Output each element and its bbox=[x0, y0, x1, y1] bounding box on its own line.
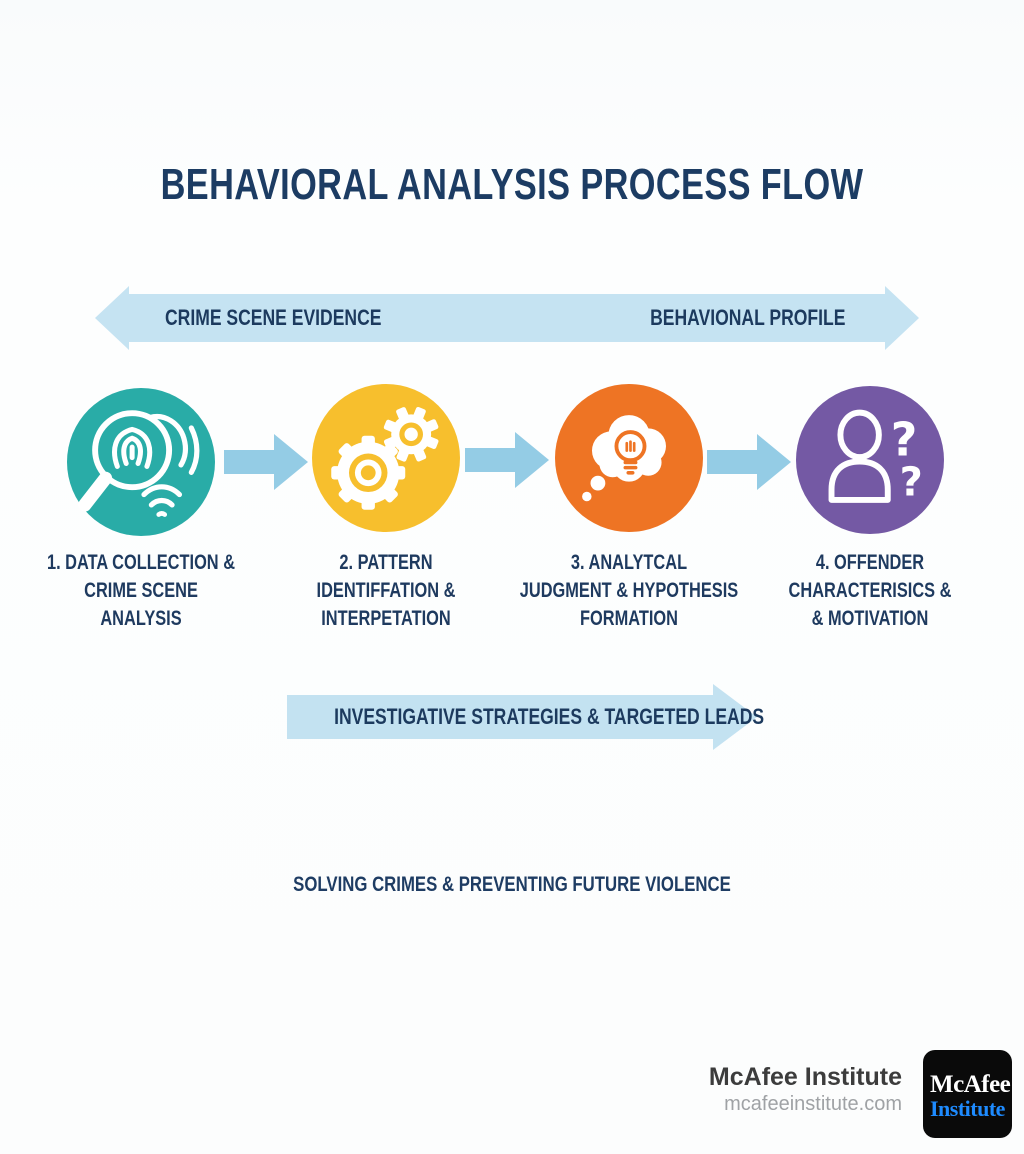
step-4-label-line2: CHARACTERISICS & bbox=[788, 579, 952, 602]
strategies-arrow-label: INVESTIGATIVE STRATEGIES & TARGETED LEAD… bbox=[334, 704, 765, 729]
strategies-arrow: INVESTIGATIVE STRATEGIES & TARGETED LEAD… bbox=[287, 684, 765, 750]
connector-arrow-1 bbox=[224, 434, 308, 490]
page-title: BEHAVIORAL ANALYSIS PROCESS FLOW bbox=[160, 160, 864, 209]
outcome-text: SOLVING CRIMES & PREVENTING FUTURE VIOLE… bbox=[293, 872, 731, 896]
step-4-label-line3: & MOTIVATION bbox=[811, 607, 929, 630]
step-4-label-line1: 4. OFFENDER bbox=[815, 551, 925, 574]
step-1-label-line1: 1. DATA COLLECTION & bbox=[46, 551, 236, 574]
person-question-marks-icon: ? ? bbox=[828, 409, 923, 506]
top-arrow-right-label: BEHAVIONAL PROFILE bbox=[649, 305, 845, 330]
right-arrow-icon bbox=[287, 684, 757, 750]
step-3-label: 3. ANALYTCAL JUDGMENT & HYPOTHESIS FORMA… bbox=[512, 549, 746, 633]
double-arrow-icon bbox=[95, 286, 919, 350]
gears-icon bbox=[331, 406, 439, 510]
step-1-circle bbox=[67, 388, 215, 536]
connector-arrow-2 bbox=[465, 432, 549, 488]
step-3-label-line1: 3. ANALYTCAL bbox=[570, 551, 688, 574]
thought-bubble-lightbulb-icon bbox=[582, 415, 666, 502]
step-4-label: 4. OFFENDER CHARACTERISICS & & MOTIVATIO… bbox=[753, 549, 987, 633]
mcafee-institute-logo: McAfee Institute bbox=[923, 1050, 1012, 1138]
step-3-label-line2: JUDGMENT & HYPOTHESIS bbox=[519, 579, 739, 602]
top-double-arrow: CRIME SCENE EVIDENCE BEHAVIONAL PROFILE bbox=[95, 285, 919, 351]
logo-text-line2: Institute bbox=[930, 1096, 1005, 1121]
step-1-label: 1. DATA COLLECTION & CRIME SCENE ANALYSI… bbox=[24, 549, 258, 633]
top-arrow-left-label: CRIME SCENE EVIDENCE bbox=[165, 305, 382, 330]
step-2-circle bbox=[312, 384, 460, 532]
branding-block: McAfee Institute mcafeeinstitute.com bbox=[709, 1062, 902, 1116]
logo-text-line1: McAfee bbox=[930, 1071, 1011, 1098]
brand-website[interactable]: mcafeeinstitute.com bbox=[724, 1093, 902, 1115]
step-3-circle bbox=[555, 384, 703, 532]
connector-arrow-3 bbox=[707, 434, 791, 490]
svg-text:?: ? bbox=[891, 413, 918, 467]
step-1-label-line3: ANALYSIS bbox=[100, 607, 182, 630]
step-2-label: 2. PATTERN IDENTIFFATION & INTERPETATION bbox=[269, 549, 503, 633]
step-2-label-line1: 2. PATTERN bbox=[339, 551, 433, 574]
step-3-label-line3: FORMATION bbox=[580, 607, 678, 630]
step-1-label-line2: CRIME SCENE bbox=[84, 579, 198, 602]
step-4-circle: ? ? bbox=[796, 386, 944, 534]
svg-text:?: ? bbox=[900, 460, 923, 506]
fingerprint-magnifier-icon bbox=[78, 410, 200, 517]
step-2-label-line3: INTERPETATION bbox=[321, 607, 451, 630]
step-2-label-line2: IDENTIFFATION & bbox=[316, 579, 456, 602]
brand-name: McAfee Institute bbox=[708, 1063, 902, 1091]
